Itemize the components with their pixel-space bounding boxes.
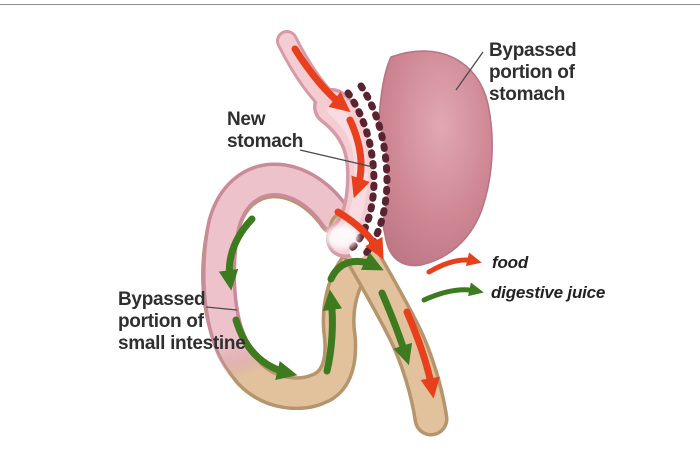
- label-line: stomach: [227, 131, 304, 153]
- legend-food-label: food: [492, 253, 529, 272]
- bypassed-stomach-label: Bypassed portion of stomach: [489, 40, 609, 106]
- label-line: Bypassed: [118, 289, 206, 310]
- bypassed-stomach-shape: [377, 50, 493, 267]
- leader-small-intestine: [205, 306, 238, 311]
- legend-digestive-juice-label: digestive juice: [491, 283, 606, 302]
- food-arrow-pouch: [346, 116, 370, 199]
- green-curved-arrow-icon: [421, 282, 484, 303]
- label-line: portion of: [118, 311, 204, 333]
- juice-arrow-loop-lower: [232, 316, 298, 380]
- label-line: small intestine: [118, 333, 246, 355]
- junction-highlight: [325, 225, 359, 249]
- bypassed-small-intestine-label: Bypassed portion of small intestine: [118, 289, 288, 355]
- label-line: portion of: [489, 62, 575, 84]
- label-line: stomach: [489, 84, 566, 106]
- juice-arrow-loop-upper: [218, 215, 256, 291]
- new-stomach-label: New stomach: [227, 109, 327, 153]
- legend-arrows: [421, 252, 484, 303]
- leader-lines: [205, 51, 484, 311]
- red-curved-arrow-icon: [426, 252, 482, 275]
- juice-arrow-common-channel: [378, 289, 413, 366]
- food-arrow-junction: [334, 208, 384, 260]
- leader-bypassed-stomach: [455, 51, 484, 91]
- food-flow-arrows: [291, 45, 440, 399]
- leader-new-stomach: [299, 149, 374, 168]
- digestive-juice-flow-arrows: [218, 215, 413, 380]
- top-border-line: [0, 4, 700, 5]
- label-line: New: [227, 109, 266, 130]
- intestine-loop-and-roux-limb: [201, 162, 372, 411]
- food-arrow-esophagus: [291, 45, 351, 113]
- label-line: Bypassed: [489, 40, 577, 61]
- juice-arrow-junction: [327, 252, 384, 283]
- juice-arrow-ascending: [322, 289, 343, 375]
- food-arrow-common-channel: [403, 308, 440, 399]
